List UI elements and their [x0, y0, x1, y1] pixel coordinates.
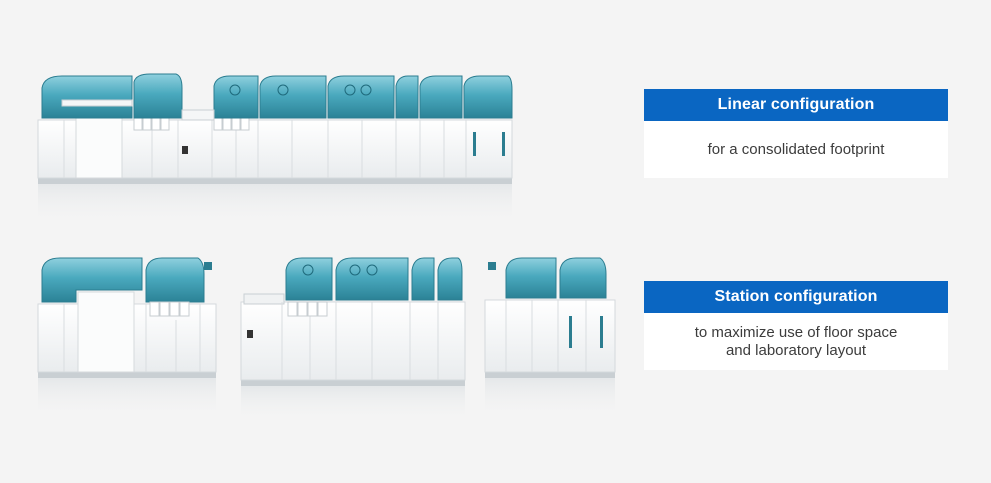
station-module-3: [484, 257, 616, 418]
station-configuration-subtitle: to maximize use of floor space and labor…: [644, 313, 948, 370]
station-module-1: [37, 257, 217, 418]
linear-configuration-title: Linear configuration: [644, 89, 948, 121]
linear-analyzer-line: [37, 73, 513, 225]
station-configuration-title: Station configuration: [644, 281, 948, 313]
linear-configuration-subtitle: for a consolidated footprint: [707, 140, 885, 158]
station-subtitle-line-1: to maximize use of floor space: [694, 323, 898, 341]
linear-configuration-card: Linear configuration for a consolidated …: [644, 89, 948, 178]
station-configuration-card: Station configuration to maximize use of…: [644, 281, 948, 370]
station-subtitle-line-2: and laboratory layout: [725, 341, 867, 359]
station-module-2: [240, 257, 466, 422]
